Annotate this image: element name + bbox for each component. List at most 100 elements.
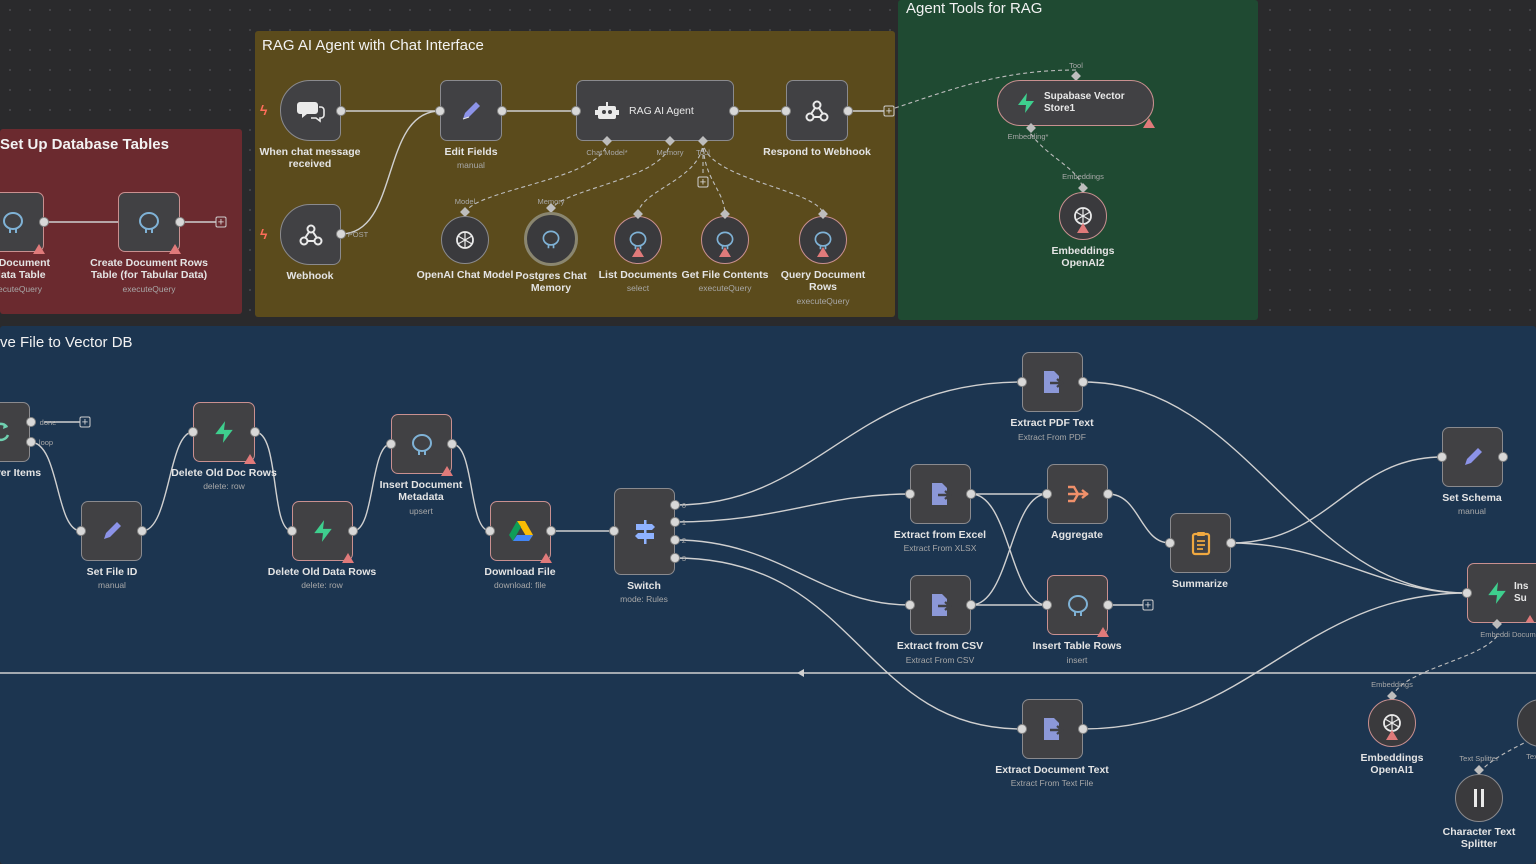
postgres-chat-memory-node[interactable]	[524, 212, 578, 266]
input-handle[interactable]	[386, 439, 396, 449]
output-0-handle[interactable]	[670, 500, 680, 510]
create-document-rows-table-node[interactable]	[118, 192, 181, 254]
port-label: 2	[681, 536, 687, 545]
sticky-agent-tools[interactable]	[898, 0, 1258, 320]
input-handle[interactable]	[905, 489, 915, 499]
warning-icon	[1077, 223, 1089, 233]
input-handle[interactable]	[1017, 724, 1027, 734]
delete-old-data-rows-node[interactable]	[292, 501, 354, 563]
webhook-node[interactable]	[280, 204, 341, 265]
input-handle[interactable]	[905, 600, 915, 610]
output-1-handle[interactable]	[670, 517, 680, 527]
output-3-handle[interactable]	[670, 553, 680, 563]
delete-old-doc-rows-node[interactable]	[193, 402, 256, 464]
add-tool-button[interactable]: +	[697, 176, 709, 188]
postgres-elephant-icon	[411, 434, 432, 455]
add-node-button[interactable]: +	[883, 105, 895, 117]
add-node-button[interactable]: +	[215, 216, 227, 228]
output-handle[interactable]	[843, 106, 853, 116]
port-label: Chat Model*	[586, 148, 628, 157]
input-handle[interactable]	[435, 106, 445, 116]
output-handle[interactable]	[175, 217, 185, 227]
insert-document-metadata-node[interactable]	[391, 414, 453, 476]
robot-icon	[595, 101, 619, 119]
output-2-handle[interactable]	[670, 535, 680, 545]
query-document-rows-node[interactable]	[799, 216, 847, 264]
output-handle[interactable]	[336, 229, 346, 239]
input-handle[interactable]	[76, 526, 86, 536]
extract-from-csv-node[interactable]	[910, 575, 971, 635]
insert-supabase-node[interactable]: Ins Su	[1467, 563, 1536, 623]
create-metadata-table-node[interactable]	[0, 192, 45, 254]
extract-file-icon	[1043, 718, 1064, 740]
respond-to-webhook-node[interactable]	[786, 80, 848, 141]
output-handle[interactable]	[729, 106, 739, 116]
output-handle[interactable]	[447, 439, 457, 449]
output-handle[interactable]	[966, 489, 976, 499]
list-documents-node[interactable]	[614, 216, 662, 264]
output-handle[interactable]	[1103, 600, 1113, 610]
input-handle[interactable]	[188, 427, 198, 437]
extract-pdf-text-node[interactable]	[1022, 352, 1083, 412]
aggregate-icon	[1067, 485, 1089, 503]
aggregate-node[interactable]	[1047, 464, 1108, 524]
output-handle[interactable]	[348, 526, 358, 536]
output-handle[interactable]	[336, 106, 346, 116]
output-handle[interactable]	[1498, 452, 1508, 462]
input-handle[interactable]	[1042, 489, 1052, 499]
output-handle[interactable]	[1078, 377, 1088, 387]
port-label: Memory	[537, 197, 565, 206]
edit-fields-node[interactable]	[440, 80, 502, 141]
loop-handle[interactable]	[26, 437, 36, 447]
warning-icon	[719, 247, 731, 257]
output-handle[interactable]	[39, 217, 49, 227]
output-handle[interactable]	[1103, 489, 1113, 499]
switch-node[interactable]	[614, 488, 675, 575]
clipboard-icon	[1191, 532, 1210, 556]
input-handle[interactable]	[609, 526, 619, 536]
input-handle[interactable]	[1462, 588, 1472, 598]
output-handle[interactable]	[1078, 724, 1088, 734]
output-handle[interactable]	[546, 526, 556, 536]
output-handle[interactable]	[497, 106, 507, 116]
character-text-splitter-node[interactable]	[1455, 774, 1503, 822]
output-handle[interactable]	[137, 526, 147, 536]
node-subtitle: insert	[1066, 655, 1088, 665]
add-node-button[interactable]: +	[1142, 599, 1154, 611]
node-label: Extract Document Text	[995, 764, 1109, 776]
input-handle[interactable]	[1437, 452, 1447, 462]
openai-chat-model-node[interactable]	[441, 216, 489, 264]
get-file-contents-node[interactable]	[701, 216, 749, 264]
set-schema-node[interactable]	[1442, 427, 1503, 487]
chat-bubbles-icon	[296, 101, 325, 123]
input-handle[interactable]	[485, 526, 495, 536]
output-handle[interactable]	[250, 427, 260, 437]
loop-over-items-node[interactable]	[0, 402, 30, 462]
input-handle[interactable]	[781, 106, 791, 116]
node-label: Create Document Rows Table (for Tabular …	[90, 257, 208, 281]
node-subtitle: upsert	[409, 506, 433, 516]
output-handle[interactable]	[1226, 538, 1236, 548]
input-handle[interactable]	[1017, 377, 1027, 387]
node-label: Edit Fields	[444, 146, 498, 158]
rag-ai-agent-node[interactable]: RAG AI Agent	[576, 80, 734, 141]
extract-document-text-node[interactable]	[1022, 699, 1083, 759]
done-handle[interactable]	[26, 417, 36, 427]
chat-trigger-node[interactable]	[280, 80, 341, 141]
input-handle[interactable]	[1042, 600, 1052, 610]
add-node-button[interactable]: +	[79, 416, 91, 428]
set-file-id-node[interactable]	[81, 501, 142, 561]
input-handle[interactable]	[571, 106, 581, 116]
node-subtitle: download: file	[494, 580, 546, 590]
output-handle[interactable]	[966, 600, 976, 610]
embeddings-openai1-node[interactable]	[1368, 699, 1416, 747]
input-handle[interactable]	[287, 526, 297, 536]
supabase-vector-store1-node[interactable]: Supabase Vector Store1	[997, 80, 1155, 128]
extract-from-excel-node[interactable]	[910, 464, 971, 524]
embeddings-openai2-node[interactable]	[1059, 192, 1107, 240]
insert-table-rows-node[interactable]	[1047, 575, 1109, 637]
input-handle[interactable]	[1165, 538, 1175, 548]
node-label: Delete Old Data Rows	[267, 566, 377, 578]
summarize-node[interactable]	[1170, 513, 1231, 573]
download-file-node[interactable]	[490, 501, 552, 563]
